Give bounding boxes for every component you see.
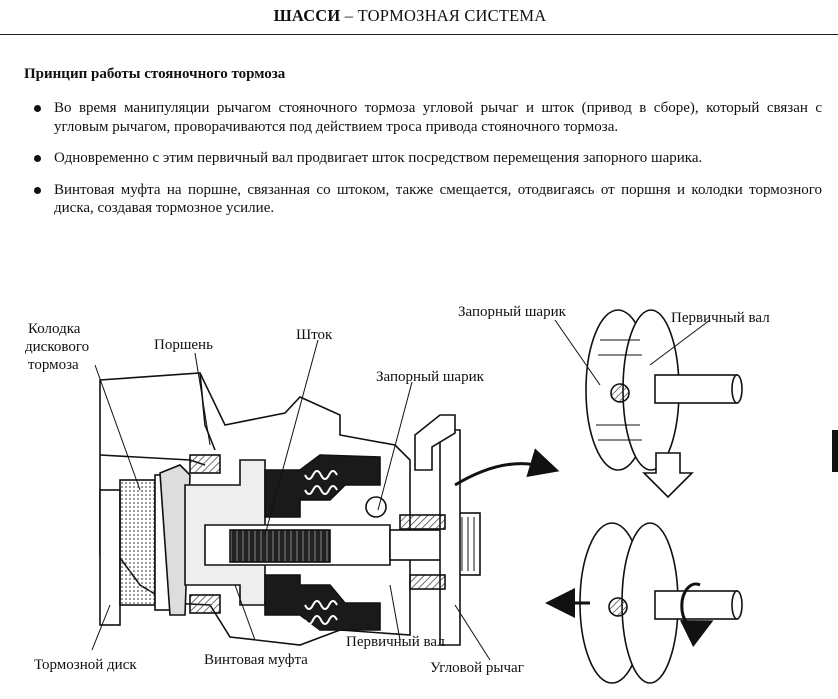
page-header: ШАССИ – ТОРМОЗНАЯ СИСТЕМА: [0, 0, 838, 35]
header-title: ШАССИ – ТОРМОЗНАЯ СИСТЕМА: [0, 6, 820, 26]
parking-brake-diagram: Колодка дискового тормоза Поршень Шток З…: [25, 304, 770, 684]
label-brake-pad-line1: Колодка: [28, 321, 81, 337]
label-primary-shaft-detail: Первичный вал: [671, 310, 770, 326]
screw-sleeve-shape: [229, 529, 331, 563]
header-title-rest: – ТОРМОЗНАЯ СИСТЕМА: [340, 6, 547, 25]
angle-lever-shape: [439, 429, 461, 646]
label-lock-ball-detail: Запорный шарик: [458, 304, 567, 320]
label-rod: Шток: [296, 327, 333, 343]
state-change-arrow: [642, 452, 694, 499]
bullet-list: Во время манипуляции рычагом стояночного…: [32, 99, 822, 231]
bullet-item: Одновременно с этим первичный вал продви…: [32, 149, 822, 168]
detail-bottom: [545, 522, 743, 684]
label-piston: Поршень: [154, 337, 213, 353]
section-side-tab: [832, 430, 838, 472]
bullet-item: Винтовая муфта на поршне, связанная со ш…: [32, 181, 822, 218]
caliper-cutaway: [99, 372, 560, 646]
label-brake-pad-line2: дискового: [25, 339, 89, 355]
section-title: Принцип работы стояночного тормоза: [24, 66, 286, 82]
detail-top: [585, 309, 743, 471]
label-screw-sleeve: Винтовая муфта: [204, 652, 308, 668]
label-angle-lever: Угловой рычаг: [430, 660, 524, 676]
brake-disc-shape: [99, 489, 121, 626]
label-primary-shaft-main: Первичный вал: [346, 634, 445, 650]
brake-pad-shape: [119, 479, 156, 606]
label-brake-pad-line3: тормоза: [28, 357, 79, 373]
bullet-item: Во время манипуляции рычагом стояночного…: [32, 99, 822, 136]
leader-lines: [91, 319, 711, 661]
header-title-bold: ШАССИ: [273, 6, 341, 25]
label-brake-disc: Тормозной диск: [34, 657, 137, 673]
lock-ball-shape: [365, 496, 387, 518]
label-lock-ball-main: Запорный шарик: [376, 369, 485, 385]
